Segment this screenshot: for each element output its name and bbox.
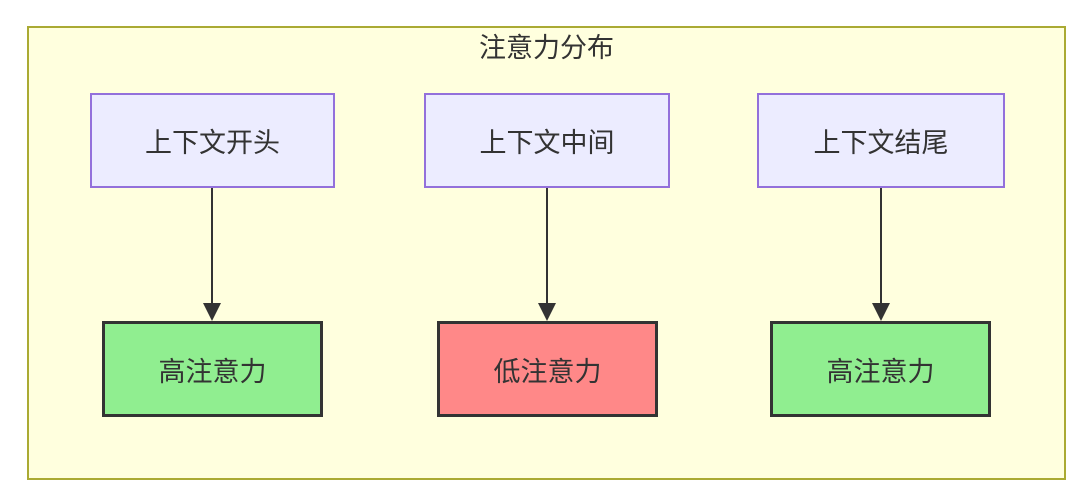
node-high-attention-left-label: 高注意力 — [158, 356, 267, 387]
node-context-middle-label: 上下文中间 — [479, 128, 615, 158]
arrow-head-icon — [538, 303, 556, 321]
node-low-attention-label: 低注意力 — [493, 356, 602, 387]
node-context-middle: 上下文中间 — [424, 93, 670, 188]
arrow-head-icon — [203, 303, 221, 321]
diagram-title: 注意力分布 — [479, 33, 614, 63]
node-context-start-label: 上下文开头 — [145, 128, 280, 158]
arrow-start-to-high — [203, 188, 221, 321]
arrow-line — [546, 188, 548, 304]
node-low-attention: 低注意力 — [437, 321, 658, 417]
node-high-attention-left: 高注意力 — [102, 321, 323, 417]
node-context-end-label: 上下文结尾 — [813, 128, 949, 158]
node-high-attention-right: 高注意力 — [770, 321, 991, 417]
arrow-head-icon — [872, 303, 890, 321]
node-context-end: 上下文结尾 — [757, 93, 1005, 188]
arrow-end-to-high — [872, 188, 890, 321]
node-high-attention-right-label: 高注意力 — [826, 356, 935, 387]
node-context-start: 上下文开头 — [90, 93, 335, 188]
arrow-line — [211, 188, 213, 304]
arrow-line — [880, 188, 882, 304]
arrow-middle-to-low — [538, 188, 556, 321]
